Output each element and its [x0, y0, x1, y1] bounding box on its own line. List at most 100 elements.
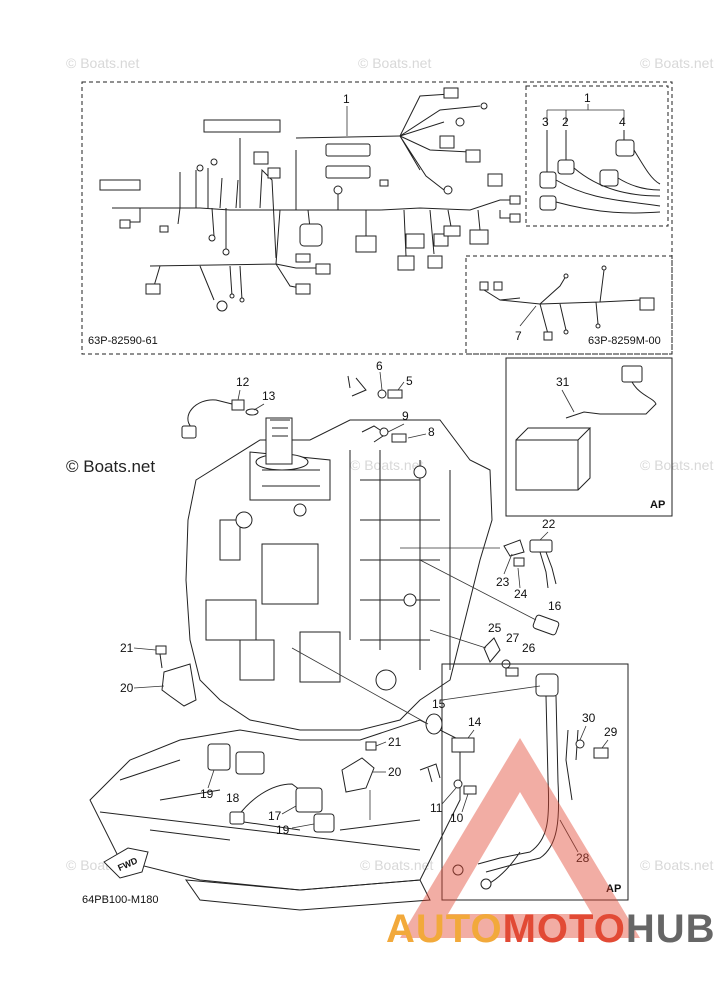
- leader-line: [467, 729, 475, 739]
- leader-line: [291, 823, 315, 829]
- harness-fan: [399, 93, 481, 191]
- coupler: [253, 151, 269, 165]
- inset-tag: AP: [650, 499, 665, 511]
- terminal: [196, 164, 204, 172]
- leader-line: [407, 433, 427, 439]
- warning-triangle-icon: [400, 738, 640, 938]
- leader-line: [375, 741, 387, 747]
- coupler: [325, 143, 371, 157]
- battery-icon: [515, 439, 579, 491]
- coupler: [295, 283, 311, 295]
- terminal: [563, 273, 569, 279]
- callout: 4: [619, 115, 626, 129]
- crankshaft-threads: [270, 419, 290, 437]
- coupler: [443, 87, 459, 99]
- terminal: [543, 331, 553, 341]
- callout: 18: [226, 791, 240, 805]
- clamp: [347, 375, 367, 397]
- harness-part-code: 63P-8259M-00: [588, 335, 661, 347]
- callout: 25: [488, 621, 502, 635]
- boss: [413, 465, 427, 479]
- brand-auto: AUTO: [386, 907, 503, 951]
- callout: 12: [236, 375, 250, 389]
- screw: [365, 741, 377, 751]
- leader-line: [539, 531, 549, 541]
- leader-line: [503, 553, 513, 575]
- brand-logo: AUTOMOTOHUB: [386, 907, 714, 951]
- relay: [239, 639, 275, 681]
- cable-terminal: [480, 878, 492, 890]
- screw-shank: [159, 653, 163, 669]
- terminal: [159, 225, 169, 233]
- leader-line: [207, 769, 215, 789]
- harness-part-code: 63P-82590-61: [88, 335, 158, 347]
- coupler: [443, 225, 461, 237]
- coupler: [405, 233, 425, 249]
- coupler: [229, 811, 245, 825]
- sensor-lead: [187, 399, 233, 429]
- drawing-code: 64PB100-M180: [82, 894, 158, 906]
- brand-moto: MOTO: [503, 907, 626, 951]
- leader-line: [461, 793, 469, 813]
- clamp: [483, 637, 501, 663]
- brand-watermark: AUTOMOTOHUB: [386, 738, 714, 951]
- sensor: [451, 737, 475, 753]
- multi-pin-connector: [99, 179, 141, 191]
- leader-line: [441, 685, 541, 701]
- coupler: [355, 235, 377, 253]
- callout: 15: [432, 697, 446, 711]
- cable-terminal: [452, 864, 464, 876]
- terminal: [208, 234, 216, 242]
- watermark: © Boats.net: [640, 457, 713, 473]
- terminal: [210, 158, 218, 166]
- inset-tag: AP: [606, 883, 621, 895]
- callout: 22: [542, 517, 556, 531]
- coupler: [433, 233, 449, 247]
- watermark-large: © Boats.net: [66, 457, 155, 476]
- callout: 14: [468, 715, 482, 729]
- leader-line: [419, 559, 537, 621]
- callout: 19: [200, 787, 214, 801]
- battery-inset-frame: [505, 357, 673, 517]
- main-harness-frame: [81, 81, 673, 355]
- watermark: © Boats.net: [350, 457, 423, 473]
- rubber-holder: [313, 813, 335, 833]
- terminal: [509, 213, 521, 223]
- washer: [575, 739, 585, 749]
- watermark: © Boats.net: [640, 857, 713, 873]
- harness-branch: [195, 168, 239, 209]
- terminal: [222, 248, 230, 256]
- sub-harness-frame: [465, 255, 673, 355]
- callout: 26: [522, 641, 536, 655]
- leader-line: [429, 629, 487, 649]
- harness-trunk: [112, 199, 520, 211]
- terminal: [443, 185, 453, 195]
- leader-line: [519, 305, 537, 327]
- cable-inset: 30 29 28 AP: [441, 663, 629, 901]
- cowling-lines: [99, 759, 421, 851]
- leader-line: [559, 819, 579, 853]
- fuse-holder-connector: [621, 365, 643, 383]
- watermark: © Boats.net: [640, 55, 713, 71]
- bolt: [463, 785, 477, 795]
- terminal: [479, 281, 489, 291]
- terminal: [216, 300, 228, 312]
- battery-inset: 31 AP: [505, 357, 673, 517]
- round-coupler: [299, 223, 323, 247]
- terminal: [563, 329, 569, 335]
- main-harness-panel: 1 63P-82590-61 1 3 2 4 7 63P-8259M-00: [81, 81, 673, 355]
- multi-pin-connector: [203, 119, 281, 133]
- leader-line: [397, 381, 405, 391]
- boss: [403, 593, 417, 607]
- terminal: [455, 117, 465, 127]
- leader-line: [253, 403, 265, 411]
- brand-hub: HUB: [626, 907, 714, 951]
- washer: [379, 427, 389, 437]
- bracket: [503, 539, 525, 557]
- terminal: [229, 293, 235, 299]
- boss: [293, 503, 307, 517]
- rubber-holder: [207, 743, 231, 771]
- leader-line: [546, 104, 625, 124]
- washer: [245, 408, 259, 416]
- boss: [235, 511, 253, 529]
